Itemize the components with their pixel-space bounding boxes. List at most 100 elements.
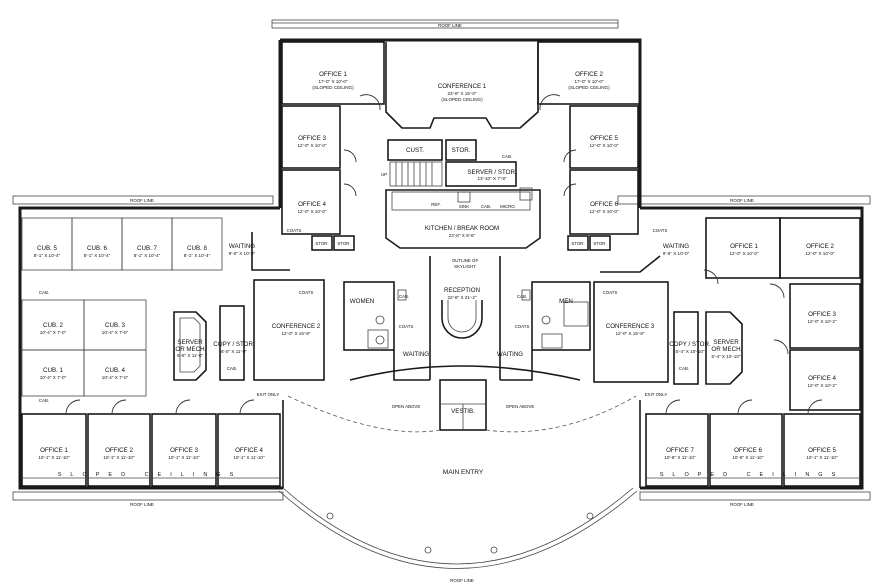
room-dim: 10'-1" X 11'-10" <box>806 455 838 460</box>
room-name: OFFICE 2 <box>105 447 133 454</box>
room-name: OFFICE 5 <box>808 447 836 454</box>
room-dim: 8'-1" X 10'-4" <box>134 253 161 258</box>
room-dim: 5'-6" X 11'-0" <box>177 353 203 358</box>
left-wing <box>21 217 325 487</box>
room-dim: 12'-0" X 15'-8" <box>281 331 310 336</box>
roof-line-label: ROOF LINE <box>450 578 474 583</box>
room-name: KITCHEN / BREAK ROOM <box>425 225 499 232</box>
room-name: SERVER <box>713 339 739 346</box>
room-note: (SLOPED CEILING) <box>441 97 483 102</box>
room-dim: 8'-1" X 10'-4" <box>84 253 111 258</box>
room-dim: 9'-0" X 10'-0" <box>229 251 256 256</box>
roof-line-label: ROOF LINE <box>438 23 462 28</box>
room-dim: 23'-8" X 15'-0" <box>447 91 476 96</box>
room-dim: 8'-1" X 10'-4" <box>34 253 61 258</box>
room-dim: 10'-1" X 11'-10" <box>38 455 70 460</box>
room-name: CUST. <box>406 147 424 154</box>
room-name: OFFICE 6 <box>590 201 618 208</box>
room-dim: 22'-8" X 9'-6" <box>449 233 476 238</box>
main-entry-label: MAIN ENTRY <box>443 469 484 476</box>
room-dim: 10'-8" X 11'-10" <box>732 455 764 460</box>
room-dim: 13'-10" X 7'-8" <box>477 176 506 181</box>
roof-lines <box>12 19 871 569</box>
right-wing <box>593 217 861 487</box>
closet-label: COATS <box>653 228 668 233</box>
room-note: (SLOPED CEILING) <box>312 85 354 90</box>
room-name: WAITING <box>403 351 429 358</box>
room-dim: 12'-0" X 15'-8" <box>615 331 644 336</box>
roof-line-label: ROOF LINE <box>130 502 154 507</box>
room-name: CONFERENCE 1 <box>438 83 487 90</box>
room-dim: 12'-0" X 10'-2" <box>807 383 836 388</box>
fixture-label: SINK <box>459 204 469 209</box>
room-dim: 10'-1" X 11'-10" <box>103 455 135 460</box>
room-name: WAITING <box>229 243 255 250</box>
exit-label: EXIT ONLY <box>257 392 280 397</box>
room-dim: 22'-8" X 21'-2" <box>447 295 476 300</box>
room-name: OFFICE 4 <box>298 201 326 208</box>
room-name: CONFERENCE 3 <box>606 323 655 330</box>
closet-label: COATS <box>399 324 414 329</box>
top-block <box>281 41 641 251</box>
skylight-label: OUTLINE OF <box>452 258 479 263</box>
room-name: OFFICE 6 <box>734 447 762 454</box>
room-note: (SLOPED CEILING) <box>568 85 610 90</box>
roof-line-label: ROOF LINE <box>730 198 754 203</box>
roof-line-label: ROOF LINE <box>130 198 154 203</box>
fixture-label: MICRO. <box>500 204 516 209</box>
room-dim: 8'-1" X 10'-4" <box>184 253 211 258</box>
closet-label: STOR. <box>593 241 606 246</box>
room-name: OR MECH <box>175 346 204 353</box>
closet-label: STOR. <box>571 241 584 246</box>
closet-label: COATS <box>299 290 314 295</box>
room-name: CUB. 2 <box>43 322 64 329</box>
room-dim: 12'-0" X 10'-0" <box>589 209 618 214</box>
room-name: SERVER <box>177 339 203 346</box>
room-dim: 6'-0" X 11'-0" <box>221 349 247 354</box>
room-name: CUB. 6 <box>87 245 108 252</box>
room-dim: 6'-4" X 10'-10" <box>675 349 704 354</box>
roof-line-label: ROOF LINE <box>730 502 754 507</box>
room-name: CUB. 7 <box>137 245 158 252</box>
room-name: SERVER / STOR. <box>467 169 517 176</box>
room-name: OFFICE 1 <box>730 243 758 250</box>
room-name: COPY / STOR. <box>213 341 255 348</box>
stairs <box>389 161 443 187</box>
fixture-label: CAB. <box>502 154 512 159</box>
room-dim: 10'-8" X 11'-10" <box>664 455 696 460</box>
room-name: OFFICE 2 <box>575 71 603 78</box>
closet-label: COATS <box>515 324 530 329</box>
room-dim: 12'-0" X 10'-0" <box>297 209 326 214</box>
room-name: OFFICE 3 <box>298 135 326 142</box>
center-block <box>287 256 637 433</box>
room-dim: 10'-4" X 7'-0" <box>102 375 129 380</box>
room-name: OFFICE 7 <box>666 447 694 454</box>
room-dim: 17'-0" X 10'-0" <box>318 79 347 84</box>
skylight-label: SKYLIGHT <box>454 264 476 269</box>
room-dim: 12'-0" X 10'-0" <box>589 143 618 148</box>
fixture-label: CAB. <box>399 294 409 299</box>
fixture-label: CAB. <box>481 204 491 209</box>
room-name: CUB. 4 <box>105 367 126 374</box>
room-dim: 12'-0" X 10'-0" <box>805 251 834 256</box>
room-name: OFFICE 4 <box>808 375 836 382</box>
room-name: MEN <box>559 298 573 305</box>
room-name: VESTIB. <box>451 408 475 415</box>
room-name: CONFERENCE 2 <box>272 323 321 330</box>
room-dim: 10'-4" X 7'-0" <box>40 330 67 335</box>
closet-label: STOR. <box>315 241 328 246</box>
exit-label: EXIT ONLY <box>645 392 668 397</box>
room-dim: 12'-0" X 10'-0" <box>729 251 758 256</box>
fixture-label: CAB. <box>39 398 49 403</box>
fixture-label: REF. <box>431 202 441 207</box>
room-name: COPY / STOR. <box>669 341 711 348</box>
room-name: CUB. 5 <box>37 245 58 252</box>
room-name: STOR. <box>452 147 471 154</box>
room-dim: 10'-4" X 7'-0" <box>102 330 129 335</box>
closet-label: COATS <box>603 290 618 295</box>
entry-columns <box>326 512 594 554</box>
room-name: WAITING <box>663 243 689 250</box>
room-name: RECEPTION <box>444 287 480 294</box>
room-name: OFFICE 1 <box>319 71 347 78</box>
